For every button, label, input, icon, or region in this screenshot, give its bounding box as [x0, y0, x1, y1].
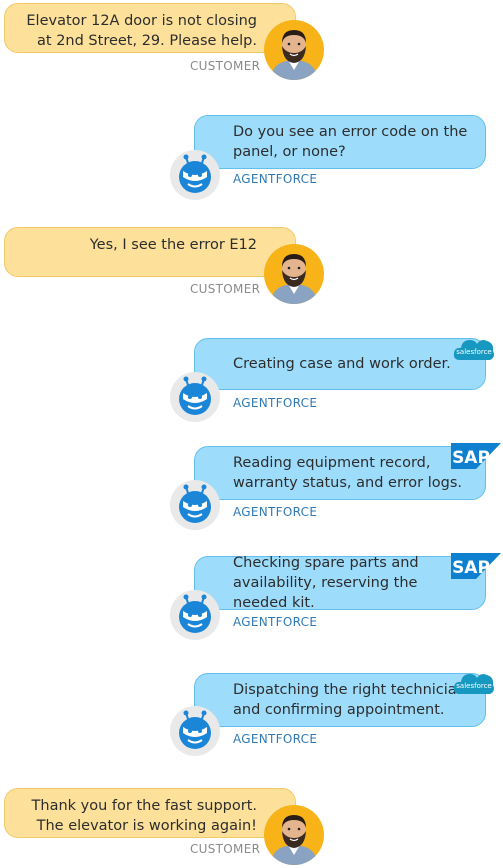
agent-message-bubble: Dispatching the right technician and con… [194, 673, 486, 727]
agent-message-bubble: Do you see an error code on the panel, o… [194, 115, 486, 169]
salesforce-logo-text: salesforce [456, 682, 491, 690]
agent-role-label: AGENTFORCE [233, 396, 318, 410]
agentforce-robot-icon [170, 706, 220, 756]
agent-message-bubble: Checking spare parts and availability, r… [194, 555, 486, 611]
message-text: Do you see an error code on the panel, o… [233, 124, 468, 160]
sap-logo-text: SAP [452, 448, 490, 468]
salesforce-logo-text: salesforce [456, 348, 491, 356]
bearded-man-avatar-icon [264, 20, 324, 80]
agent-role-label: AGENTFORCE [233, 732, 318, 746]
agentforce-robot-icon [170, 372, 220, 422]
customer-role-label: CUSTOMER [190, 59, 261, 73]
salesforce-logo-icon: salesforce [452, 668, 496, 702]
bearded-man-avatar-icon [264, 805, 324, 865]
agentforce-robot-icon [170, 150, 220, 200]
sap-logo-text: SAP [452, 558, 490, 578]
customer-message-bubble: Thank you for the fast support. The elev… [4, 788, 296, 838]
message-text: Elevator 12A door is not closing at 2nd … [26, 13, 257, 49]
bearded-man-avatar-icon [264, 244, 324, 304]
agentforce-robot-icon [170, 480, 220, 530]
message-text: Reading equipment record, warranty statu… [233, 455, 463, 491]
agent-role-label: AGENTFORCE [233, 172, 318, 186]
salesforce-logo-icon: salesforce [452, 334, 496, 368]
agentforce-robot-icon [170, 590, 220, 640]
customer-role-label: CUSTOMER [190, 842, 261, 856]
message-text: Yes, I see the error E12 [89, 237, 257, 253]
agent-message-bubble: Creating case and work order. [194, 338, 486, 390]
customer-role-label: CUSTOMER [190, 282, 261, 296]
agent-role-label: AGENTFORCE [233, 615, 318, 629]
sap-logo-icon: SAP [451, 443, 501, 473]
customer-message-bubble: Elevator 12A door is not closing at 2nd … [4, 3, 296, 53]
agent-role-label: AGENTFORCE [233, 505, 318, 519]
sap-logo-icon: SAP [451, 553, 501, 583]
message-text: Thank you for the fast support. The elev… [31, 798, 257, 834]
message-text: Creating case and work order. [233, 356, 451, 372]
agent-message-bubble: Reading equipment record, warranty statu… [194, 446, 486, 500]
message-text: Checking spare parts and availability, r… [233, 555, 419, 611]
customer-message-bubble: Yes, I see the error E12 [4, 227, 296, 277]
message-text: Dispatching the right technician and con… [233, 682, 466, 718]
